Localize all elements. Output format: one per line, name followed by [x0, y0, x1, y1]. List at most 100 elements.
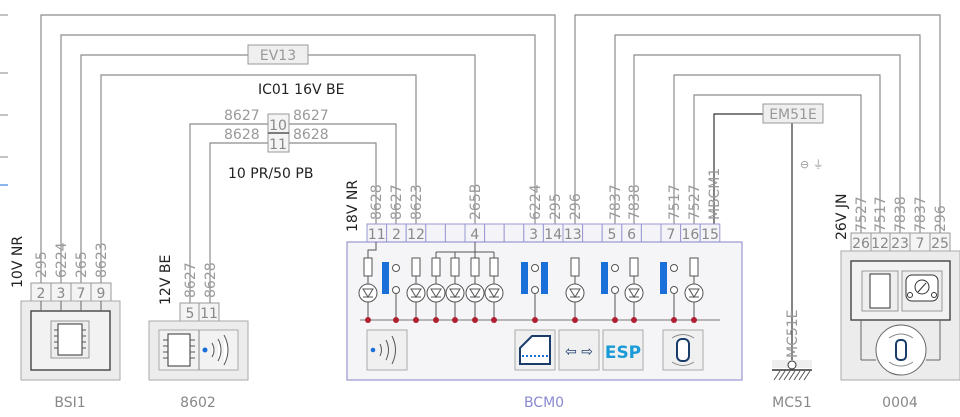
junction-dot — [472, 317, 478, 323]
svg-text:26: 26 — [852, 236, 870, 252]
resistor-icon — [629, 257, 639, 277]
led-diode-symbol — [449, 288, 461, 298]
svg-text:295: 295 — [34, 251, 50, 278]
svg-text:5: 5 — [186, 306, 195, 322]
junction-dot — [393, 317, 399, 323]
chip-icon[interactable] — [163, 333, 195, 367]
ground-symbol: ⊖ ⏚ — [800, 158, 824, 171]
mc51-wire-label: MC51E — [785, 309, 801, 358]
led-icon — [484, 283, 504, 303]
svg-text:2: 2 — [37, 286, 46, 302]
junction-dot — [532, 317, 538, 323]
mc51-name: MC51 — [772, 395, 812, 411]
led-icon — [624, 283, 644, 303]
inline-left-wire-8628: 8628 — [224, 127, 260, 143]
bsi1-connector-label: 10V NR — [10, 236, 26, 288]
led-icon — [465, 283, 485, 303]
led-diode-symbol — [688, 288, 700, 298]
c0004-connector-label: 26V JN — [834, 194, 850, 240]
switch-contact — [392, 264, 400, 272]
svg-text:3: 3 — [57, 286, 66, 302]
ground-hatch-icon[interactable] — [773, 370, 811, 381]
svg-text:7: 7 — [77, 286, 86, 302]
led-diode-symbol — [469, 288, 481, 298]
component-mc51[interactable]: MC51E MC51 — [772, 309, 812, 411]
junction-dot — [491, 317, 497, 323]
svg-text:25: 25 — [931, 236, 949, 252]
component-bsi1[interactable]: 10V NR 295 6224 265 8623 2 3 7 9 BSI1 — [10, 236, 121, 411]
svg-text:8628: 8628 — [203, 262, 219, 298]
chip-icon[interactable] — [861, 270, 899, 312]
switch-icon — [660, 262, 667, 294]
switch-icon — [601, 262, 608, 294]
bcm0-wire-label: 296 — [568, 193, 584, 220]
svg-text:11: 11 — [200, 306, 218, 322]
svg-text:6224: 6224 — [54, 242, 70, 278]
junction-dot — [612, 317, 618, 323]
bcm0-pin-label: 14 — [544, 227, 562, 243]
bcm0-wire-label: 265B — [468, 184, 484, 220]
switch-icon — [541, 262, 548, 294]
gauge-icon[interactable] — [901, 270, 943, 312]
bcm0-name: BCM0 — [524, 395, 564, 411]
splice-ev13-label: EV13 — [260, 48, 296, 64]
svg-text:9: 9 — [97, 286, 106, 302]
switch-contact — [611, 286, 619, 294]
c8602-connector-label: 12V BE — [158, 255, 174, 305]
junction-dot — [631, 317, 637, 323]
bcm0-pin-slot — [640, 223, 662, 243]
switch-contact — [531, 286, 539, 294]
bcm0-wire-label: 7838 — [627, 184, 643, 220]
bcm0-pin-slot — [503, 223, 525, 243]
bcm0-pin-slot — [484, 223, 505, 243]
component-0004[interactable]: 26V JN 7527 7517 7838 7837 296 26 12 23 … — [834, 194, 960, 411]
led-diode-symbol — [628, 288, 640, 298]
svg-text:⇦ ⇨: ⇦ ⇨ — [565, 344, 593, 360]
svg-text:265: 265 — [74, 251, 90, 278]
bsi1-wire-labels[interactable]: 295 6224 265 8623 — [34, 242, 110, 278]
bcm0-pin-label: 5 — [608, 227, 617, 243]
transponder-icon[interactable] — [202, 334, 229, 366]
wire-8623 — [100, 74, 417, 283]
bcm0-pin-label: 4 — [470, 227, 479, 243]
bcm0-pin-label: 13 — [564, 227, 582, 243]
led-icon — [426, 283, 446, 303]
svg-text:296: 296 — [933, 205, 949, 232]
led-icon — [684, 283, 704, 303]
bcm0-wire-label: 295 — [548, 193, 564, 220]
c8602-name: 8602 — [180, 395, 216, 411]
wire-6224 — [60, 34, 536, 283]
splice-em51e-label: EM51E — [769, 107, 817, 123]
switch-contact — [531, 264, 539, 272]
car-sensor-icon — [662, 329, 704, 371]
svg-text:7: 7 — [916, 236, 925, 252]
bcm0-pin-label: 12 — [407, 227, 425, 243]
led-icon — [565, 283, 585, 303]
arrows-icon: ⇦ ⇨ — [558, 329, 600, 371]
led-diode-symbol — [362, 288, 374, 298]
led-diode-symbol — [488, 288, 500, 298]
bcm0-pin-label: 6 — [627, 227, 636, 243]
bcm0-pin-label: 7 — [666, 227, 675, 243]
c0004-name: 0004 — [882, 395, 918, 411]
inline-right-wire-8627: 8627 — [293, 108, 329, 124]
wire-295 — [40, 14, 556, 283]
car-sensor-icon[interactable] — [875, 324, 927, 376]
bcm0-wire-label: MBCM1 — [707, 168, 723, 220]
switch-contact — [611, 264, 619, 272]
chip-icon[interactable] — [50, 320, 90, 359]
wire-7527 — [693, 94, 862, 236]
inline-left-wire-8627: 8627 — [224, 108, 260, 124]
wire-296 — [574, 14, 941, 236]
bcm0-wire-label: 8623 — [409, 184, 425, 220]
component-8602[interactable]: 12V BE 8627 8628 5 11 8602 — [148, 255, 249, 411]
switch-contact — [392, 286, 400, 294]
splice-em51e: EM51E — [762, 103, 824, 124]
svg-text:12: 12 — [871, 236, 889, 252]
bsi1-pins[interactable]: 2 3 7 9 — [30, 282, 112, 302]
wires — [40, 14, 941, 365]
svg-text:23: 23 — [891, 236, 909, 252]
